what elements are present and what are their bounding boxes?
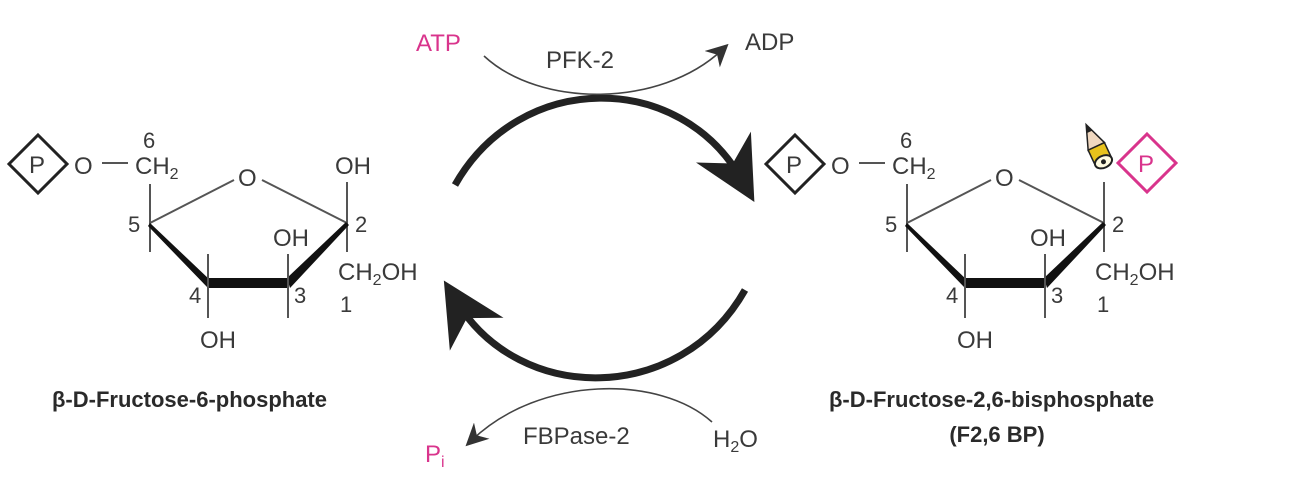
carbon-number-3: 3 bbox=[1051, 283, 1063, 308]
c2-phosphate-diamond bbox=[1115, 131, 1179, 195]
carbon-number-3: 3 bbox=[294, 283, 306, 308]
atp-to-adp-arrow bbox=[483, 43, 729, 96]
ring-oxygen: O bbox=[238, 165, 257, 192]
c4-hydroxyl: OH bbox=[200, 327, 236, 354]
carbon-number-6: 6 bbox=[900, 128, 912, 153]
thick-bond bbox=[208, 278, 288, 288]
carbon-number-1: 1 bbox=[1097, 292, 1109, 317]
c3-hydroxyl: OH bbox=[273, 225, 309, 252]
pfk2-label: PFK-2 bbox=[546, 47, 614, 74]
carbon-number-1: 1 bbox=[340, 292, 352, 317]
left-molecule-name: β-D-Fructose-6-phosphate bbox=[52, 387, 327, 412]
c4-hydroxyl: OH bbox=[957, 327, 993, 354]
phosphate-inorganic-label: Pi bbox=[425, 441, 445, 471]
atp-label: ATP bbox=[416, 30, 461, 57]
forward-reaction-arrow bbox=[451, 94, 755, 202]
right-molecule-name: β-D-Fructose-2,6-bisphosphate bbox=[829, 387, 1154, 412]
ester-oxygen: O bbox=[831, 153, 850, 180]
phosphate-label: P bbox=[29, 152, 45, 179]
carbon-number-2: 2 bbox=[355, 212, 367, 237]
fbpase2-label: FBPase-2 bbox=[523, 423, 630, 450]
c1-group: CH2OH bbox=[338, 259, 418, 289]
c2-hydroxyl: OH bbox=[335, 153, 371, 180]
bond bbox=[261, 179, 348, 224]
wedge-bond bbox=[1044, 222, 1106, 288]
c2-phosphate-label: P bbox=[1138, 151, 1154, 178]
right-molecule-abbreviation: (F2,6 BP) bbox=[949, 422, 1044, 447]
adp-label: ADP bbox=[745, 29, 794, 56]
carbon-number-4: 4 bbox=[946, 283, 958, 308]
carbon-number-6: 6 bbox=[143, 128, 155, 153]
wedge-bond bbox=[148, 223, 210, 288]
phosphate-diamond bbox=[6, 132, 70, 196]
c6-group: CH2 bbox=[135, 153, 179, 183]
carbon-number-2: 2 bbox=[1112, 212, 1124, 237]
fructose-2-6-bisphosphate-structure: P O CH2 6 O P 5 2 OH CH2OH 4 3 1 OH β-D-… bbox=[763, 128, 1179, 447]
fructose-6-phosphate-structure: P O CH2 6 O OH 5 2 OH CH2OH 4 3 1 OH β-D… bbox=[6, 128, 418, 412]
water-label: H2O bbox=[713, 426, 758, 456]
carbon-number-5: 5 bbox=[128, 212, 140, 237]
ester-oxygen: O bbox=[74, 153, 93, 180]
c3-hydroxyl: OH bbox=[1030, 225, 1066, 252]
carbon-number-4: 4 bbox=[189, 283, 201, 308]
thick-bond bbox=[965, 278, 1045, 288]
c6-group: CH2 bbox=[892, 153, 936, 183]
water-to-pi-arrow bbox=[465, 387, 713, 447]
pencil-icon bbox=[1085, 122, 1114, 170]
bond bbox=[1018, 179, 1105, 224]
carbon-number-5: 5 bbox=[885, 212, 897, 237]
phosphate-diamond bbox=[763, 132, 827, 196]
bond bbox=[149, 179, 235, 224]
wedge-bond bbox=[287, 222, 349, 288]
ring-oxygen: O bbox=[995, 165, 1014, 192]
wedge-bond bbox=[905, 223, 967, 288]
c1-group: CH2OH bbox=[1095, 259, 1175, 289]
phosphate-label: P bbox=[786, 152, 802, 179]
reverse-reaction-arrow bbox=[443, 280, 749, 382]
bond bbox=[906, 179, 992, 224]
